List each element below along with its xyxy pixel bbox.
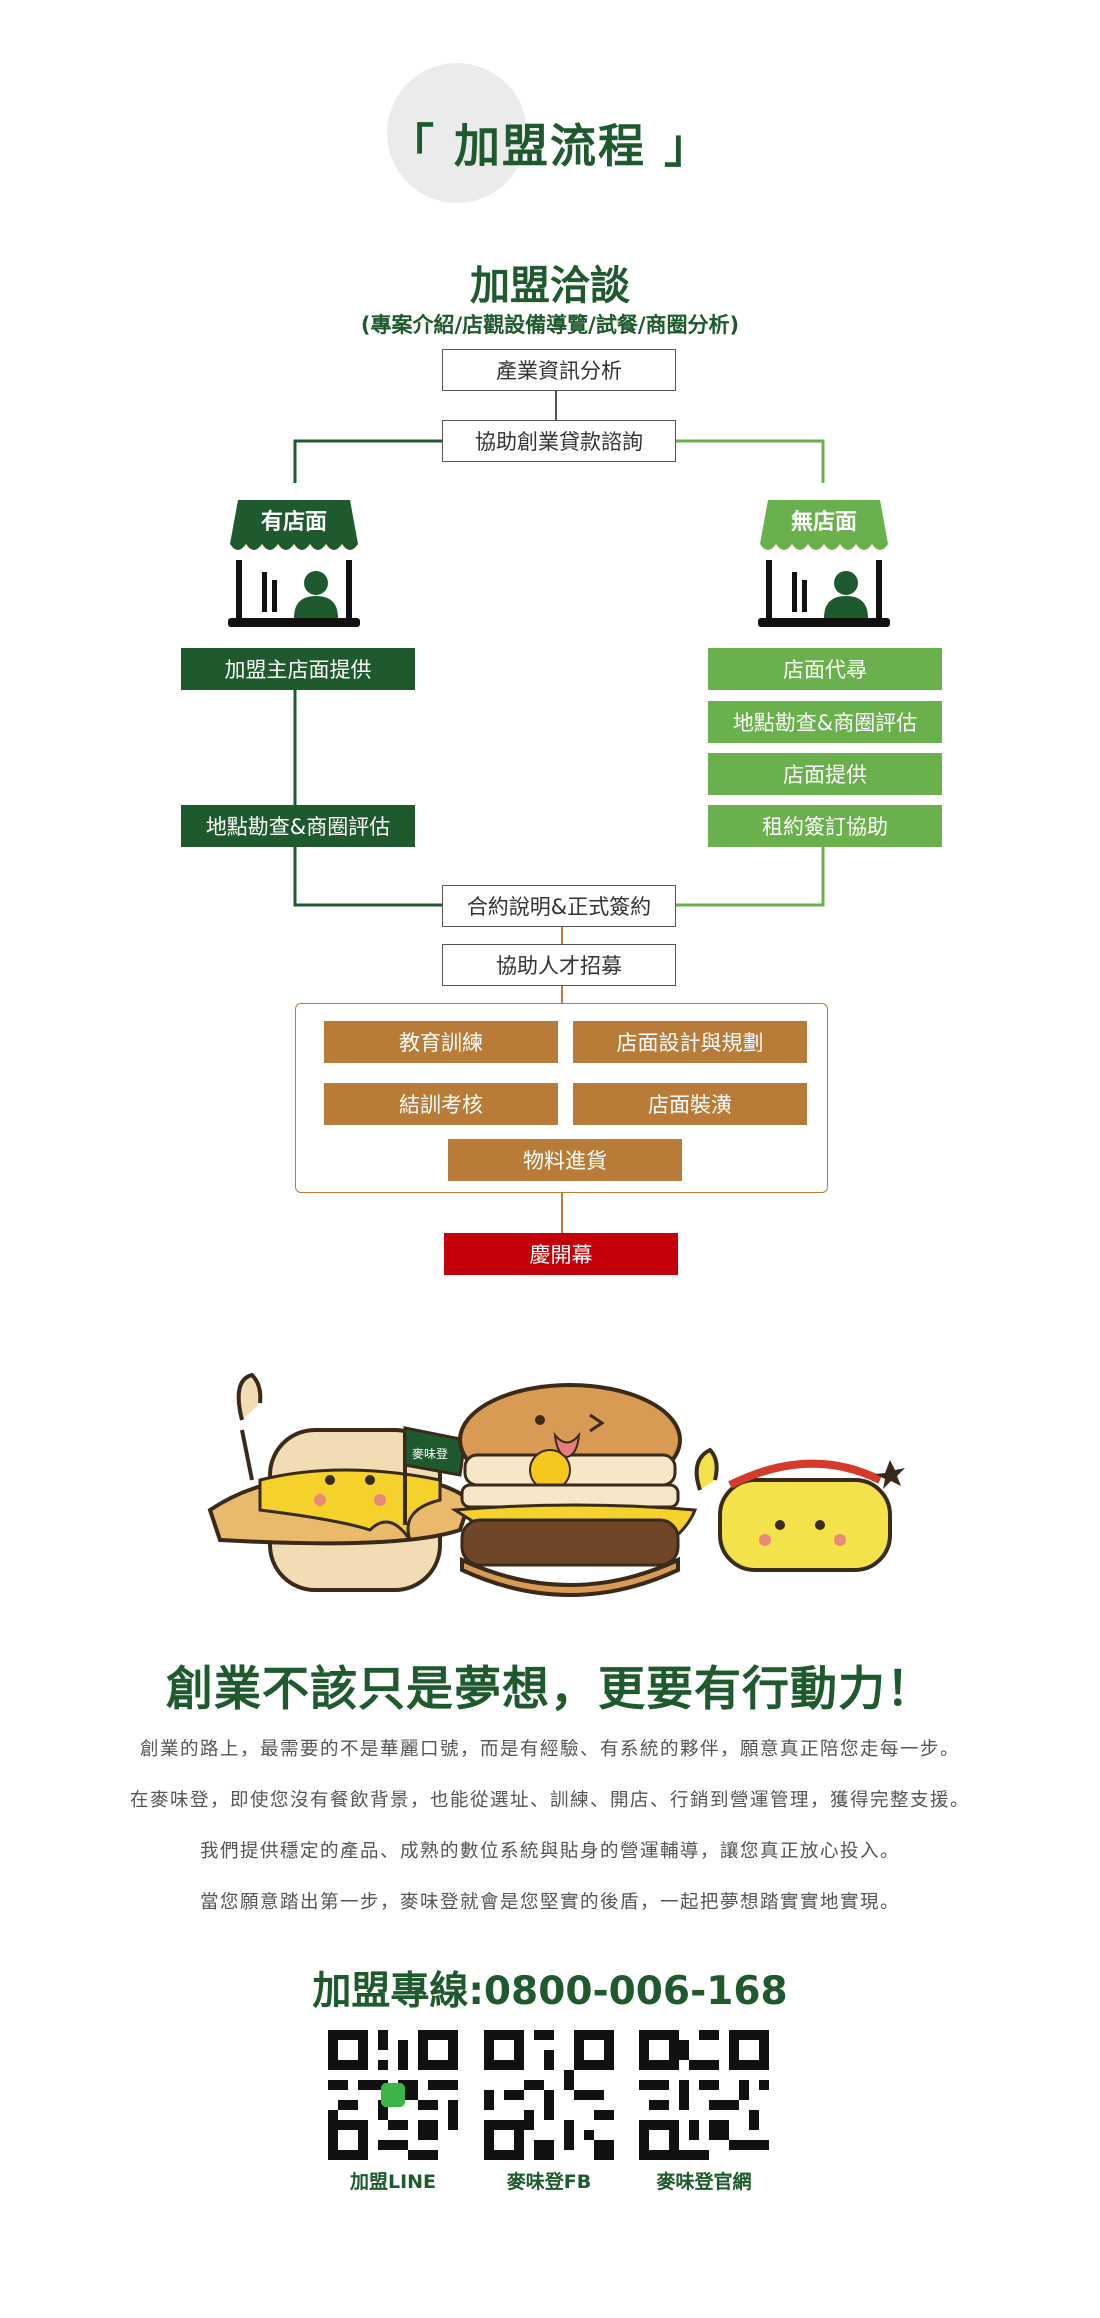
flow-step-contract: 合約說明&正式簽約 bbox=[442, 885, 676, 927]
right-find-store: 店面代尋 bbox=[708, 648, 942, 690]
store-without-shop-icon bbox=[758, 500, 890, 627]
right-store-provide: 店面提供 bbox=[708, 753, 942, 795]
franchise-hotline: 加盟專線:0800-006-168 bbox=[312, 1969, 788, 2014]
training-decoration: 店面裝潢 bbox=[573, 1083, 807, 1125]
qr-code-icon[interactable] bbox=[484, 2030, 614, 2160]
left-site-survey: 地點勘查&商圈評估 bbox=[181, 805, 415, 847]
flow-step-loan-consult: 協助創業貸款諮詢 bbox=[442, 420, 676, 462]
promo-line-2: 在麥味登，即使您沒有餐飲背景，也能從選址、訓練、開店、行銷到營運管理，獲得完整支… bbox=[129, 1790, 970, 1811]
promo-line-1: 創業的路上，最需要的不是華麗口號，而是有經驗、有系統的夥伴，願意真正陪您走每一步… bbox=[139, 1739, 960, 1760]
qr-code-icon[interactable] bbox=[328, 2030, 458, 2160]
promo-headline: 創業不該只是夢想，更要有行動力！ bbox=[166, 1662, 934, 1717]
mascot-burger-illustration: 麥味登 bbox=[207, 1372, 905, 1597]
promo-line-3: 我們提供穩定的產品、成熟的數位系統與貼身的營運輔導，讓您真正放心投入。 bbox=[199, 1841, 900, 1862]
training-education: 教育訓練 bbox=[324, 1021, 558, 1063]
store-no-label: 無店面 bbox=[790, 510, 857, 535]
title-decoration-circle bbox=[387, 63, 527, 203]
right-site-survey: 地點勘查&商圈評估 bbox=[708, 701, 942, 743]
store-with-shop-icon bbox=[228, 500, 360, 627]
store-yes-label: 有店面 bbox=[260, 510, 327, 535]
qr-label-fb: 麥味登FB bbox=[506, 2171, 592, 2193]
qr-label-line: 加盟LINE bbox=[349, 2171, 437, 2193]
flow-step-talent: 協助人才招募 bbox=[442, 944, 676, 986]
stage-title: 加盟洽談 bbox=[470, 263, 630, 309]
flow-step-industry-analysis: 產業資訊分析 bbox=[442, 349, 676, 391]
promo-line-4: 當您願意踏出第一步，麥味登就會是您堅實的後盾，一起把夢想踏實實地實現。 bbox=[199, 1892, 900, 1913]
qr-label-website: 麥味登官網 bbox=[656, 2171, 752, 2193]
page-title: 「 加盟流程 」 bbox=[387, 119, 713, 173]
grand-opening: 慶開幕 bbox=[444, 1233, 678, 1275]
flow-connectors bbox=[293, 391, 825, 1233]
left-owner-store: 加盟主店面提供 bbox=[181, 648, 415, 690]
training-supplies: 物料進貨 bbox=[448, 1139, 682, 1181]
training-store-design: 店面設計與規劃 bbox=[573, 1021, 807, 1063]
stage-note: (專案介紹/店觀設備導覽/試餐/商圈分析) bbox=[360, 313, 740, 337]
training-exam: 結訓考核 bbox=[324, 1083, 558, 1125]
qr-code-icon[interactable] bbox=[639, 2030, 769, 2160]
right-lease-assist: 租約簽訂協助 bbox=[708, 805, 942, 847]
flag-text: 麥味登 bbox=[412, 1446, 448, 1461]
